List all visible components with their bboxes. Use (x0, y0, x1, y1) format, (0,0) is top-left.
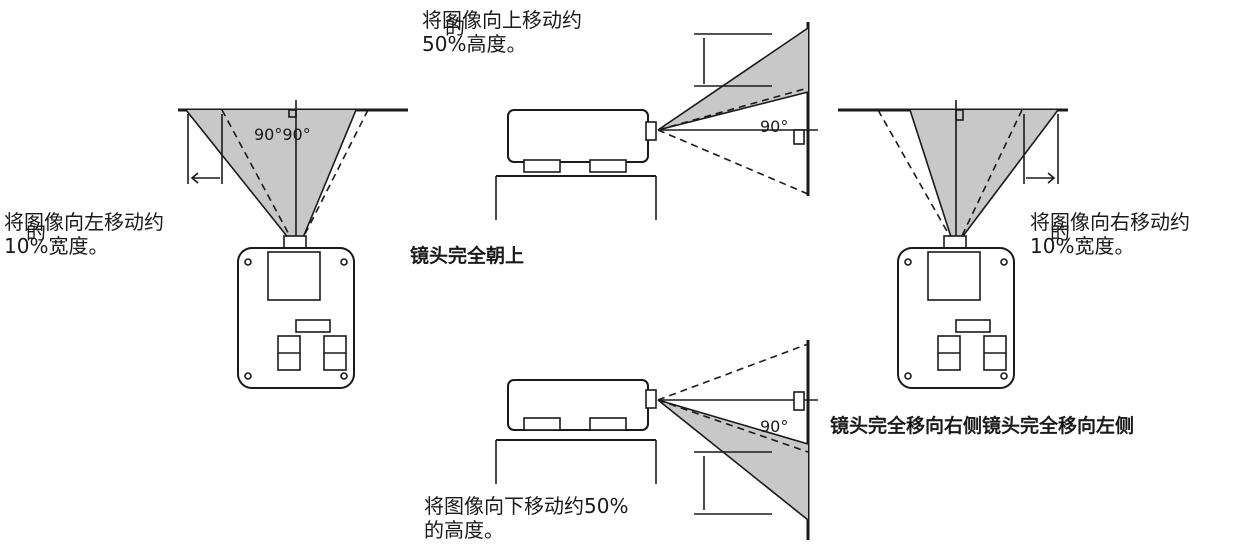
heading-lens-right-left: 镜头完全移向右侧镜头完全移向左侧 (830, 415, 1135, 437)
beam-edge-right (301, 109, 357, 241)
caption-shift-down-line-2: 的高度。 (424, 518, 504, 542)
caption-shift-left-line-1: 将图像向左移动约 (4, 210, 164, 234)
caption-shift-up: 将图像向上移动约 50%高度。 (422, 8, 582, 56)
projector-screw-1 (244, 258, 252, 266)
center-beam-bottom-1 (657, 343, 809, 401)
projector-screw-4 (340, 372, 348, 380)
top-view-group (495, 22, 818, 220)
projector-screw-right-2 (1000, 258, 1008, 266)
projector-screw-right-3 (904, 372, 912, 380)
bottom-view-group (495, 340, 818, 540)
beam-right-edge-2 (959, 109, 1059, 241)
projector-screw-right-4 (1000, 372, 1008, 380)
projector-foot-bottom-2 (589, 417, 627, 431)
beam-left (186, 110, 356, 240)
angle-label-bottom: 90° (760, 417, 789, 436)
right-angle-marker-right (955, 109, 964, 121)
overlap-char-left: 的 (26, 220, 46, 244)
arrow-head-right (1047, 172, 1056, 184)
beam-right-edge-1 (909, 109, 953, 241)
center-beam-left (221, 109, 293, 241)
right-angle-marker-top (793, 129, 805, 145)
center-beam-right-1 (877, 109, 953, 241)
caption-shift-up-line-1: 将图像向上移动约 (422, 8, 582, 32)
left-view-group (178, 100, 408, 389)
center-beam-right-2 (959, 109, 1023, 241)
projector-foot-2 (589, 159, 627, 173)
beam-bottom-edge-2 (657, 399, 809, 521)
beam-bottom-edge-1 (657, 399, 809, 445)
projector-panel-right (927, 251, 981, 301)
beam-right (910, 110, 1058, 240)
angle-label-left: 90°90° (254, 125, 311, 144)
overlap-char-right: 的 (1050, 220, 1070, 244)
projector-screw-right-1 (904, 258, 912, 266)
projector-body-top (507, 109, 649, 163)
beam-top-edge-1 (657, 27, 809, 131)
angle-label-top: 90° (760, 117, 789, 136)
projector-panel-left (267, 251, 321, 301)
caption-shift-right-line-2: 10%宽度。 (1030, 234, 1135, 258)
projector-foot-bottom-1 (523, 417, 561, 431)
projector-screw-3 (244, 372, 252, 380)
right-angle-marker-bottom (793, 391, 805, 411)
heading-lens-up: 镜头完全朝上 (410, 245, 525, 267)
center-beam-right (301, 109, 369, 241)
projector-lens-top (645, 121, 657, 141)
right-view-group (838, 100, 1068, 389)
projector-plate-right (955, 319, 991, 333)
caption-shift-up-line-2: 50%高度。 (422, 32, 527, 56)
caption-shift-left: 将图像向左移动约 10%宽度。 (4, 210, 164, 258)
caption-shift-down: 将图像向下移动约50% 的高度。 (424, 494, 628, 542)
center-beam-bottom-2 (657, 399, 809, 453)
right-angle-marker (288, 109, 297, 118)
caption-shift-right-line-1: 将图像向右移动约 (1030, 210, 1190, 234)
projector-lens-bottom (645, 389, 657, 409)
projector-plate-left (295, 319, 331, 333)
beam-edge-left (185, 109, 291, 241)
center-beam-top-1 (657, 87, 809, 131)
overlap-char-top: 的 (445, 15, 465, 39)
arrow-head (190, 172, 199, 184)
caption-shift-down-line-1: 将图像向下移动约50% (424, 494, 629, 518)
caption-shift-left-line-2: 10%宽度。 (4, 234, 109, 258)
center-beam-top-2 (657, 129, 809, 195)
projector-screw-2 (340, 258, 348, 266)
projector-foot-1 (523, 159, 561, 173)
caption-shift-right: 将图像向右移动约 10%宽度。 (1030, 210, 1190, 258)
